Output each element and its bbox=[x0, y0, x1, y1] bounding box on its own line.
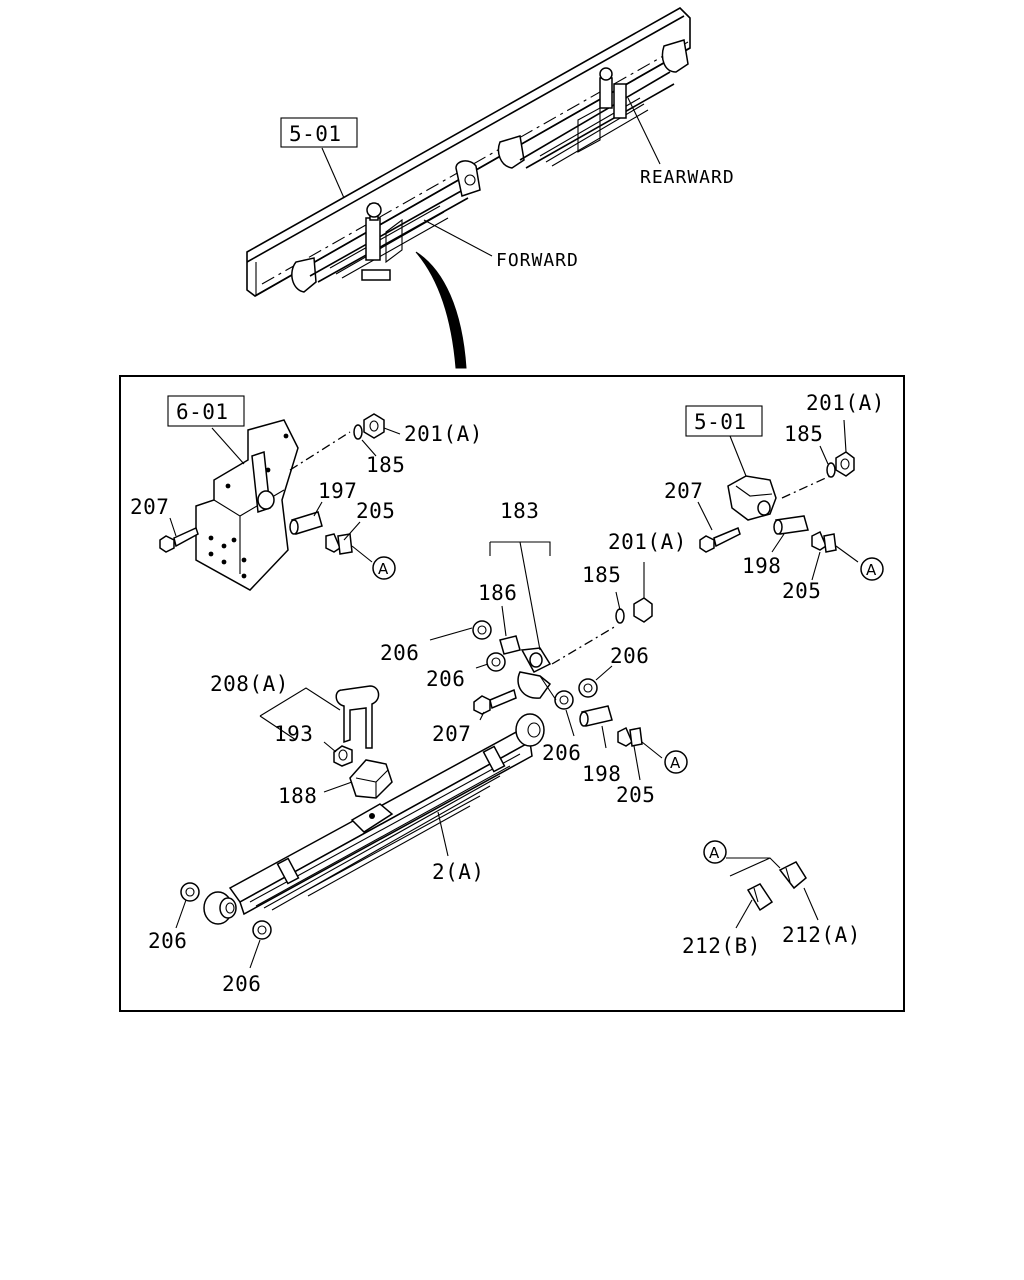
callout-185-front: 185 bbox=[366, 453, 405, 477]
callout-205-mid: 205 bbox=[616, 783, 655, 807]
ref-box-top-frame bbox=[280, 117, 358, 148]
callout-207-rear: 207 bbox=[664, 479, 703, 503]
callout-183: 183 bbox=[500, 499, 539, 523]
callout-205-rear: 205 bbox=[782, 579, 821, 603]
callout-201-rear: 201(A) bbox=[806, 391, 885, 415]
callout-206-c: 206 bbox=[610, 644, 649, 668]
callout-188: 188 bbox=[278, 784, 317, 808]
ref-bracket-front: 6-01 bbox=[176, 400, 229, 424]
label-rearward: REARWARD bbox=[640, 167, 735, 188]
callout-206-e: 206 bbox=[148, 929, 187, 953]
callout-205-front: 205 bbox=[356, 499, 395, 523]
callout-185-rear: 185 bbox=[784, 422, 823, 446]
callout-198-rear: 198 bbox=[742, 554, 781, 578]
callout-2: 2(A) bbox=[432, 860, 485, 884]
callout-201-front: 201(A) bbox=[404, 422, 483, 446]
callout-206-b: 206 bbox=[426, 667, 465, 691]
svg-text:A: A bbox=[866, 561, 877, 579]
rear-hardware: A bbox=[699, 451, 884, 581]
callout-186: 186 bbox=[478, 581, 517, 605]
front-hanger-bracket bbox=[195, 419, 351, 591]
callout-198-mid: 198 bbox=[582, 762, 621, 786]
label-forward: FORWARD bbox=[496, 250, 579, 271]
grease-nipples: A bbox=[703, 840, 807, 912]
ref-box-bracket-front bbox=[167, 395, 245, 427]
ref-box-bracket-rear bbox=[685, 405, 763, 437]
callout-193: 193 bbox=[274, 722, 313, 746]
callout-212b: 212(B) bbox=[682, 934, 761, 958]
svg-text:A: A bbox=[709, 844, 720, 862]
callout-197: 197 bbox=[318, 479, 357, 503]
callout-212a: 212(A) bbox=[782, 923, 861, 947]
shackle-assembly: A bbox=[472, 541, 688, 774]
leaf-spring bbox=[180, 713, 545, 940]
front-hardware: A bbox=[159, 413, 396, 580]
callout-206-f: 206 bbox=[222, 972, 261, 996]
svg-text:A: A bbox=[670, 754, 681, 772]
ref-bracket-rear: 5-01 bbox=[694, 410, 747, 434]
callout-208: 208(A) bbox=[210, 672, 289, 696]
u-bolt-group bbox=[259, 685, 393, 799]
callout-206-a: 206 bbox=[380, 641, 419, 665]
callout-leaders bbox=[169, 419, 847, 969]
rear-shackle-bracket bbox=[727, 475, 831, 521]
callout-207-front: 207 bbox=[130, 495, 169, 519]
callout-206-d: 206 bbox=[542, 741, 581, 765]
callout-207-mid: 207 bbox=[432, 722, 471, 746]
exploded-view-frame bbox=[119, 375, 905, 1012]
zoom-arrow bbox=[415, 251, 467, 369]
callout-185-mid: 185 bbox=[582, 563, 621, 587]
svg-text:A: A bbox=[378, 560, 389, 578]
top-frame-assembly bbox=[246, 7, 691, 297]
ref-top-frame: 5-01 bbox=[289, 122, 342, 146]
callout-201-mid: 201(A) bbox=[608, 530, 687, 554]
